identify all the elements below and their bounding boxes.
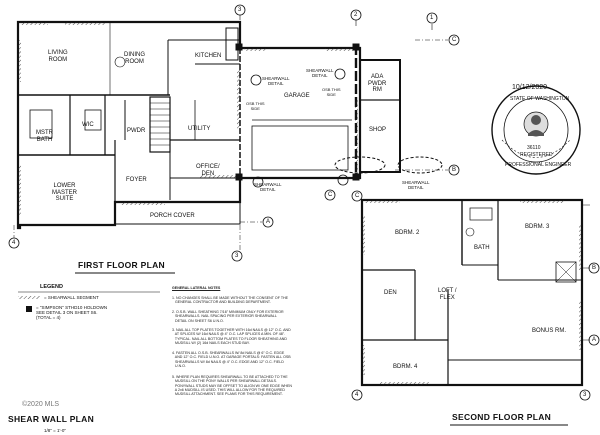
engineer-seal [491, 85, 581, 175]
room-mstr-bath: MSTR BATH [36, 130, 53, 143]
first-floor-plan [8, 4, 460, 262]
grid-bubble-c-bottom: C [328, 192, 333, 198]
grid-bubble-b-right: B [452, 167, 457, 173]
first-floor-title: FIRST FLOOR PLAN [78, 260, 165, 270]
note-3: 3. NAIL ALL TOP PLATES TOGETHER WITH 16d… [172, 328, 291, 345]
grid-bubble-3-second: 3 [583, 392, 587, 398]
note-2: 2. O.S.B. WALL SHEATHING 7/16" MINIMUM O… [172, 310, 284, 323]
room-utility: UTILITY [188, 126, 211, 132]
callout-osb-this-side-2: OSB THIS SIDE [322, 87, 341, 97]
grid-bubble-c-right: C [452, 37, 457, 43]
mls-watermark: ©2020 MLS [22, 401, 60, 408]
room-bonus: BONUS RM. [532, 328, 567, 334]
grid-bubble-b-second: B [592, 265, 597, 271]
notes-title: GENERAL LATERAL NOTES [172, 286, 221, 290]
second-floor-title: SECOND FLOOR PLAN [452, 412, 552, 422]
room-pwdr: PWDR [127, 128, 146, 134]
room-loft-flex: LOFT / FLEX [438, 288, 457, 301]
room-porch-cover: PORCH COVER [150, 213, 195, 219]
room-wic: WIC [82, 122, 94, 128]
room-bdrm-2: BDRM. 2 [395, 230, 420, 236]
callout-shearwall-detail-4: SHEARWALL DETAIL [402, 180, 430, 190]
room-foyer: FOYER [126, 177, 147, 183]
grid-bubble-4-left: 4 [12, 240, 16, 246]
legend-holdown: = "SIMPSON" STHD10 HOLDOWN SEE DETAIL 3 … [36, 305, 108, 320]
callout-shearwall-detail-1: SHEARWALL DETAIL [262, 76, 290, 86]
legend-shearwall-segment: = SHEARWALL SEGMENT [44, 295, 99, 300]
legend-title: LEGEND [40, 284, 63, 290]
grid-bubble-a-right: A [266, 219, 271, 225]
grid-bubble-4-second: 4 [355, 392, 359, 398]
second-floor-plan [351, 190, 600, 401]
room-bdrm-4: BDRM. 4 [393, 364, 418, 370]
grid-bubble-3-top: 3 [238, 7, 242, 13]
room-living: LIVING ROOM [48, 50, 68, 63]
callout-shearwall-detail-2: SHEARWALL DETAIL [306, 68, 334, 78]
legend-symbols [18, 291, 160, 312]
room-den: DEN [384, 290, 397, 296]
shear-wall-plan-scale: 1/8" = 1'-0" [44, 428, 66, 433]
callout-osb-this-side-1: OSB THIS SIDE [246, 101, 265, 111]
seal-top-text: STATE OF WASHINGTON [510, 96, 570, 102]
room-bath: BATH [474, 245, 490, 251]
seal-registered: REGISTERED [520, 152, 553, 158]
callout-shearwall-detail-3: SHEARWALL DETAIL [254, 182, 282, 192]
grid-bubble-2-top: 2 [354, 12, 358, 18]
room-office-den: OFFICE/ DEN [196, 164, 220, 177]
grid-bubble-3-bottom: 3 [235, 253, 239, 259]
room-bdrm-3: BDRM. 3 [525, 224, 550, 230]
shear-wall-plan-title: SHEAR WALL PLAN [8, 414, 95, 424]
note-4: 4. FASTEN ALL O.S.B. SHEARWALLS W/ 8d NA… [172, 351, 291, 368]
note-5: 5. WHERE PLAN REQUIRES SHEARWALL TO BE A… [172, 375, 293, 397]
room-kitchen: KITCHEN [195, 53, 222, 59]
room-ada-pwdr: ADA PWDR RM [368, 74, 387, 93]
room-lower-master: LOWER MASTER SUITE [52, 183, 78, 202]
room-garage: GARAGE [284, 93, 310, 99]
grid-bubble-c-second: C [355, 193, 360, 199]
seal-number: 36110 [527, 145, 541, 151]
grid-bubble-a-second: A [592, 337, 597, 343]
seal-bottom-text: PROFESSIONAL ENGINEER [505, 162, 572, 168]
note-1: 1. NO CHANGES SHALL BE MADE WITHOUT THE … [172, 296, 289, 305]
room-dining: DINING ROOM [124, 52, 145, 65]
drawing-date: 10/12/2020 [512, 84, 548, 91]
grid-bubble-1-top: 1 [430, 15, 434, 21]
room-shop: SHOP [369, 127, 387, 133]
